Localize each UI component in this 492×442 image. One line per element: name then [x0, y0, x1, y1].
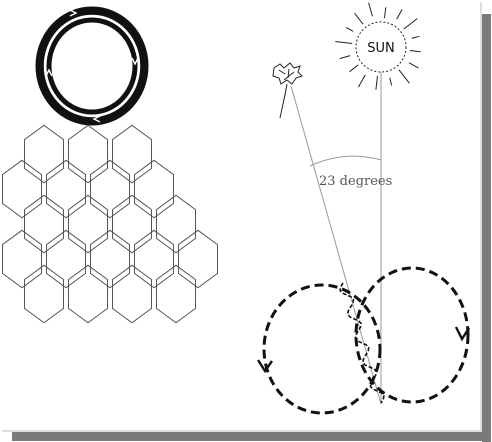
sun-ray [409, 50, 421, 53]
right-loop-arrow-icon [454, 326, 471, 342]
sun-ray [384, 7, 387, 19]
hexagon-cell [24, 124, 64, 184]
sun-disc [355, 21, 407, 73]
sun-ray [354, 12, 364, 25]
hexagon-cell [2, 159, 42, 219]
frame-shadow-right [482, 14, 491, 442]
sun-ray [396, 9, 403, 20]
hexagon-cell [46, 159, 86, 219]
left-orbit-loop [262, 283, 382, 415]
hexagon-cell [112, 194, 152, 254]
hexagon-cell [156, 194, 196, 254]
sun-ray [403, 18, 418, 30]
sun-icon [335, 2, 421, 90]
sight-lines [290, 72, 382, 405]
sun-ray [389, 77, 393, 86]
hexagon-cell [134, 229, 174, 289]
sun-ray [349, 64, 359, 73]
hexagon-cell [2, 229, 42, 289]
left-loop-arrow-icon [256, 359, 273, 374]
axis-wobble-path [339, 282, 385, 404]
sun-ray [335, 41, 353, 44]
hexagon-cell [24, 194, 64, 254]
angle-arc [309, 155, 382, 167]
hexagon-cell [112, 264, 152, 324]
sun-ray [357, 74, 366, 88]
sun-ray [375, 75, 378, 90]
sun-ray [339, 55, 351, 60]
sun-ray [411, 35, 420, 39]
hexagon-cell [90, 229, 130, 289]
hexagon-cell [134, 159, 174, 219]
hexagon-cell [178, 229, 218, 289]
hexagon-cell [68, 264, 108, 324]
orbit-arrowheads [256, 326, 471, 374]
frame-shadow-bottom [12, 432, 491, 441]
sun-label: SUN [367, 41, 395, 56]
sun-ray [398, 69, 410, 84]
hexagon-grid-icon [2, 124, 218, 324]
hexagon-cell [90, 159, 130, 219]
hexagon-cell [112, 124, 152, 184]
hexagon-cell [46, 229, 86, 289]
orbit-loops [262, 266, 470, 415]
hexagon-cell [24, 264, 64, 324]
flower-icon [272, 62, 303, 119]
circular-arrows-ring-icon [35, 6, 149, 126]
right-orbit-loop [354, 266, 470, 404]
hexagon-cell [156, 264, 196, 324]
angle-label: 23 degrees [319, 174, 392, 189]
sun-ray [368, 2, 373, 17]
sun-ray [345, 26, 354, 32]
tilted-axis-line [290, 85, 382, 405]
hexagon-cell [68, 124, 108, 184]
hexagon-cell [68, 194, 108, 254]
sun-ray [408, 62, 419, 69]
